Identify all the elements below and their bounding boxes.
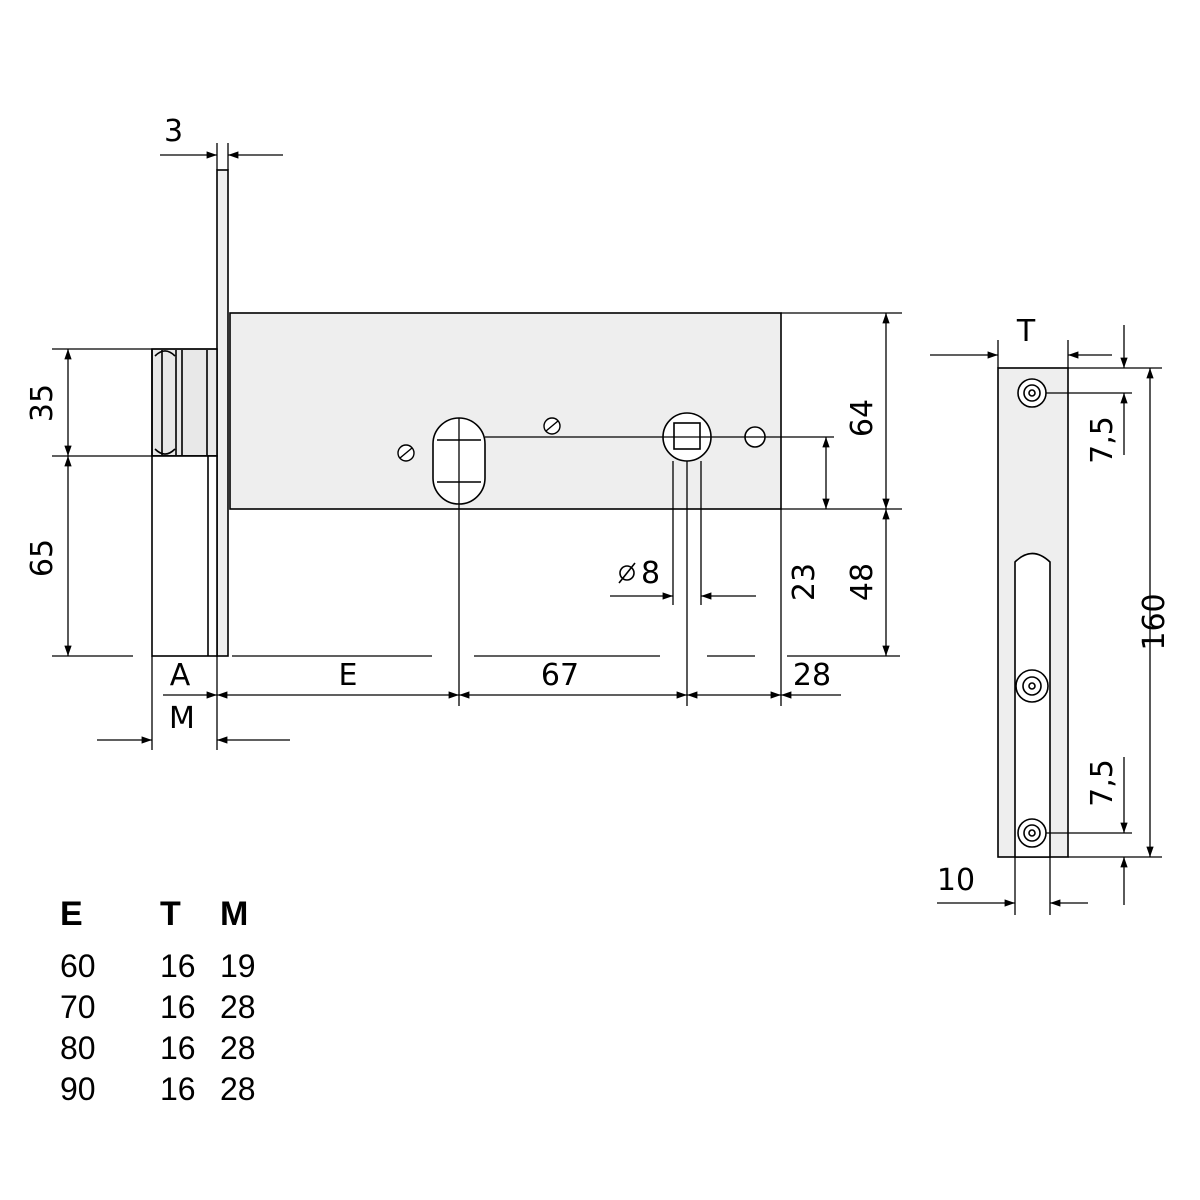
table-cell: 60 xyxy=(60,948,96,984)
table-header-row: E T M xyxy=(52,895,280,946)
table-row: 90 16 28 xyxy=(52,1069,280,1110)
lock-case xyxy=(229,312,782,510)
dim-strike-top-offset: 7,5 xyxy=(1085,416,1120,464)
dimension-labels: 3 35 65 A M E 67 28 64 23 48 8 T 7,5 160… xyxy=(25,114,1172,898)
dim-back-offset: 28 xyxy=(793,658,831,693)
table-cell: 16 xyxy=(160,1030,196,1066)
strike-dimension-lines xyxy=(930,325,1162,915)
table-header-t: T xyxy=(160,895,181,933)
table-cell: 70 xyxy=(60,989,96,1025)
table-row: 80 16 28 xyxy=(52,1028,280,1069)
dim-hole-diameter: 8 xyxy=(641,556,660,591)
dim-bolt-height: 35 xyxy=(25,384,60,422)
dim-e-label: E xyxy=(339,658,358,693)
table-row: 70 16 28 xyxy=(52,987,280,1028)
dim-lower-to-bottom: 48 xyxy=(845,563,880,601)
dim-spindle-to-cylinder: 67 xyxy=(541,658,579,693)
dim-strike-width: 10 xyxy=(937,863,975,898)
table-cell: 16 xyxy=(160,948,196,984)
size-table: E T M 60 16 19 70 16 28 80 16 28 90 16 2… xyxy=(52,895,280,1110)
table-header-m: M xyxy=(220,895,249,933)
dimension-lines xyxy=(52,143,902,750)
table-cell: 80 xyxy=(60,1030,96,1066)
table-cell: 19 xyxy=(220,948,256,984)
table-cell: 28 xyxy=(220,989,256,1025)
table-cell: 16 xyxy=(160,1071,196,1107)
strike-screw-icon xyxy=(1015,378,1049,848)
table-cell: 28 xyxy=(220,1071,256,1107)
screw-icon xyxy=(397,417,561,462)
dim-case-height: 64 xyxy=(845,399,880,437)
dim-strike-t-label: T xyxy=(1016,314,1036,349)
dim-strike-height: 160 xyxy=(1137,593,1172,650)
latch-region xyxy=(151,455,218,657)
diameter-icon xyxy=(618,562,636,584)
lock-body xyxy=(151,169,782,657)
dim-strike-bottom-offset: 7,5 xyxy=(1085,759,1120,807)
dim-a-label: A xyxy=(170,658,191,693)
table-cell: 90 xyxy=(60,1071,96,1107)
dim-faceplate-thickness: 3 xyxy=(164,114,183,149)
table-cell: 28 xyxy=(220,1030,256,1066)
strike-slot xyxy=(1014,552,1051,858)
dim-lower-to-keyhole: 23 xyxy=(787,563,822,601)
dim-lower-height: 65 xyxy=(25,539,60,577)
table-cell: 16 xyxy=(160,989,196,1025)
strike-plate xyxy=(997,367,1069,858)
table-header-e: E xyxy=(60,895,83,933)
faceplate xyxy=(216,169,229,657)
table-row: 60 16 19 xyxy=(52,946,280,987)
dim-m-label: M xyxy=(169,701,195,736)
